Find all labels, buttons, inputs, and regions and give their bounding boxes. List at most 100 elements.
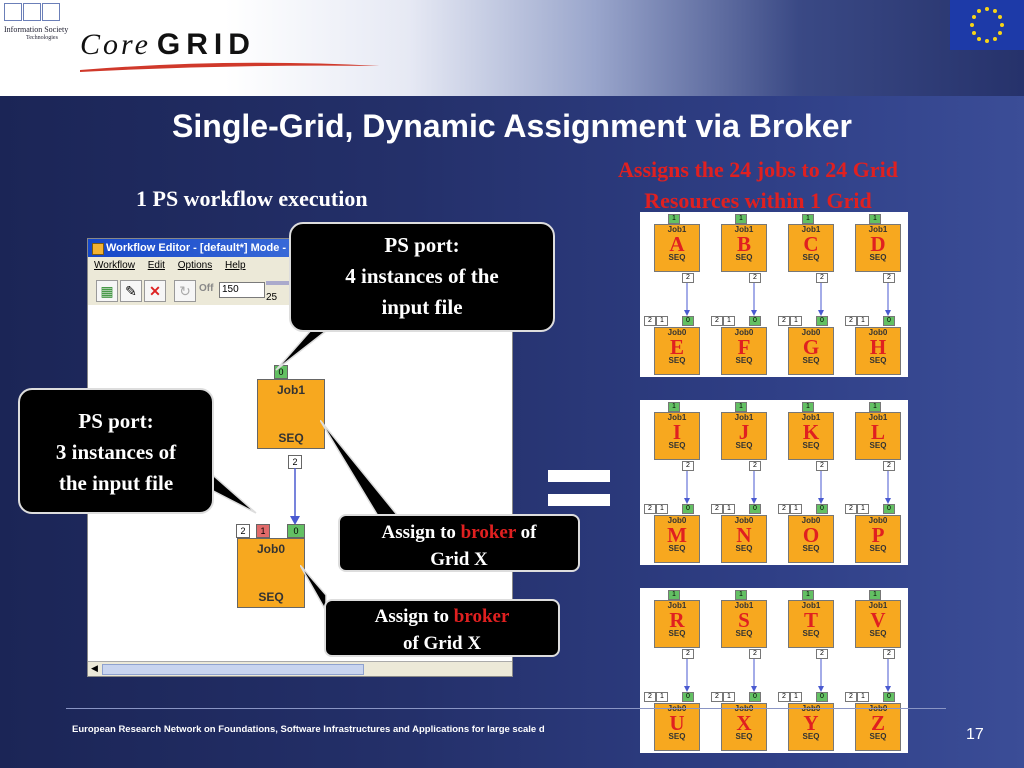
mini-job0-port: 1	[656, 692, 668, 702]
mini-job0-port: 1	[723, 504, 735, 514]
mini-job0-port: 1	[723, 316, 735, 326]
mini-job-letter: R	[669, 608, 685, 632]
horizontal-scrollbar[interactable]: ◀	[88, 661, 512, 676]
mini-job0-port: 1	[656, 316, 668, 326]
mini-job-name: Job1	[667, 601, 687, 610]
mini-job0-port: 0	[883, 692, 895, 702]
assign2-broker: broker	[453, 606, 510, 627]
mini-job-letter: U	[669, 711, 685, 735]
mini-job1-input-port: 1	[802, 590, 814, 600]
mini-job-name: Job0	[734, 516, 754, 525]
mini-job0-port: 2	[644, 692, 656, 702]
assign1-pre: Assign to	[381, 522, 461, 543]
mini-job1-input-port: 1	[668, 214, 680, 224]
mini-job1-input-port: 1	[668, 590, 680, 600]
menu-help[interactable]: Help	[224, 260, 246, 271]
mini-job0-port: 0	[682, 504, 694, 514]
mini-job-name: Job0	[868, 328, 888, 337]
job0-type: SEQ	[258, 590, 284, 604]
menu-edit[interactable]: Edit	[147, 260, 165, 271]
ps-port-top-line1: PS port:	[384, 233, 460, 257]
mini-job-name: Job1	[734, 601, 754, 610]
mini-job-name: Job1	[667, 225, 687, 234]
mini-job-name: Job1	[734, 225, 754, 234]
mini-job-type: SEQ	[668, 356, 686, 365]
mini-job-name: Job0	[801, 516, 821, 525]
mini-job-letter: K	[802, 420, 820, 444]
scroll-left-icon[interactable]: ◀	[91, 663, 98, 673]
mini-job-type: SEQ	[668, 544, 686, 553]
mini-job0-port: 1	[723, 692, 735, 702]
job1-node[interactable]: Job1 SEQ	[257, 379, 325, 449]
mini-job-letter: C	[803, 232, 819, 256]
mini-job-type: SEQ	[802, 544, 820, 553]
mini-job-type: SEQ	[668, 253, 686, 262]
equals-sign-top-bar	[548, 470, 610, 482]
mini-job-letter: L	[870, 420, 885, 444]
mini-job1-output-port: 2	[682, 461, 694, 471]
mini-job-letter: Y	[803, 711, 819, 735]
mini-job-name: Job1	[801, 413, 821, 422]
mini-job-bottom: Job0ZSEQ	[855, 703, 901, 751]
mini-job-name: Job0	[868, 516, 888, 525]
menu-workflow[interactable]: Workflow	[94, 260, 135, 271]
new-job-icon[interactable]: ▦	[96, 280, 118, 302]
job0-port-1[interactable]: 1	[256, 524, 270, 538]
mini-link-arrow	[885, 283, 891, 316]
mini-job-name: Job0	[667, 328, 687, 337]
mini-job-letter: N	[736, 523, 752, 547]
workflow-subtitle: 1 PS workflow execution	[136, 186, 368, 211]
mini-job0-port: 0	[749, 504, 761, 514]
edit-job-icon[interactable]: ✎	[120, 280, 142, 302]
assign-broker-bubble-2: Assign to broker of Grid X	[324, 599, 560, 657]
mini-job1-output-port: 2	[749, 461, 761, 471]
mini-job-type: SEQ	[668, 732, 686, 741]
mini-job1-input-port: 1	[869, 590, 881, 600]
slider-value: 25	[266, 292, 278, 303]
mini-job1-output-port: 2	[749, 273, 761, 283]
mini-job-letter: Z	[870, 711, 885, 735]
mini-job-type: SEQ	[802, 629, 820, 638]
ist-logo: Information Society Technologies	[4, 3, 68, 51]
job1-output-port[interactable]: 2	[288, 455, 302, 469]
menu-options[interactable]: Options	[177, 260, 213, 271]
mini-link-arrow	[818, 283, 824, 316]
mini-job-name: Job1	[868, 601, 888, 610]
mini-job0-port: 2	[778, 316, 790, 326]
job0-port-2[interactable]: 2	[236, 524, 250, 538]
footer-text: European Research Network on Foundations…	[72, 724, 545, 735]
mini-job-type: SEQ	[735, 732, 753, 741]
mini-job0-port: 2	[845, 692, 857, 702]
mini-link-arrow	[751, 471, 757, 504]
job0-port-0[interactable]: 0	[287, 524, 305, 538]
footer-divider	[66, 708, 946, 709]
page-number: 17	[966, 726, 984, 743]
job0-node[interactable]: Job0 SEQ	[237, 538, 305, 608]
mini-job-letter: H	[869, 335, 887, 359]
mini-job-letter: F	[737, 335, 751, 359]
mini-job-name: Job0	[734, 328, 754, 337]
mini-job0-port: 0	[883, 316, 895, 326]
delete-icon[interactable]: ✕	[144, 280, 166, 302]
mini-job0-port: 2	[644, 504, 656, 514]
value-input[interactable]: 150	[219, 282, 265, 298]
scroll-thumb[interactable]	[102, 664, 364, 675]
assign2-line2: of Grid X	[402, 633, 482, 654]
mini-job0-port: 2	[778, 692, 790, 702]
mini-link-arrow	[818, 471, 824, 504]
mini-job-name: Job1	[801, 225, 821, 234]
mini-job1-input-port: 1	[802, 402, 814, 412]
mini-link-arrow	[885, 659, 891, 692]
mini-job-type: SEQ	[802, 441, 820, 450]
refresh-icon[interactable]: ↻	[174, 280, 196, 302]
